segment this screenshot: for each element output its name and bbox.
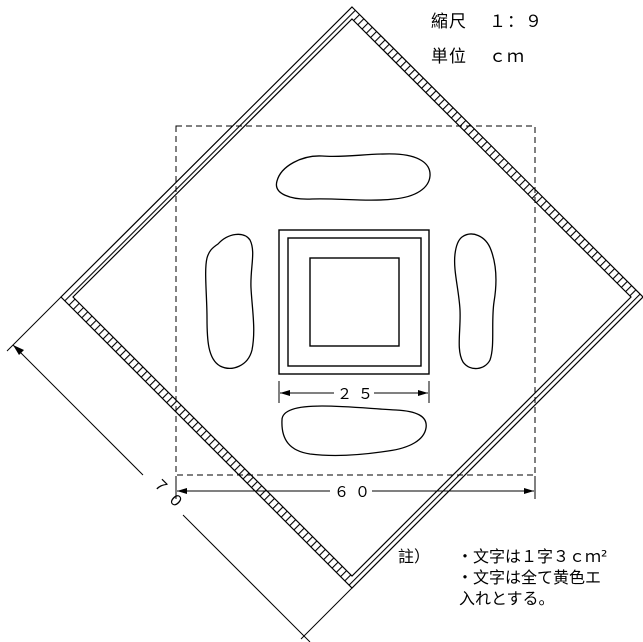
note-line: ・文字は全て黄色エ	[457, 568, 602, 587]
center-square-middle	[287, 237, 422, 367]
unit-label: 単位	[431, 47, 467, 67]
notes-marker: 註）	[398, 547, 431, 566]
center-square-outer	[278, 229, 430, 375]
unit-row: 単位 ｃｍ	[431, 40, 543, 75]
dimension-70: ７０	[6, 296, 353, 642]
dimension-70-label: ７０	[149, 474, 191, 516]
scale-label: 縮尺	[431, 12, 467, 32]
stone-bottom	[281, 405, 427, 457]
unit-value: ｃｍ	[489, 47, 525, 67]
center-square-group	[278, 229, 430, 375]
notes-lines: ・文字は１字３ｃｍ² ・文字は全て黄色エ 入れとする。	[457, 546, 607, 609]
stone-top	[275, 153, 431, 201]
center-square-inner	[309, 257, 400, 347]
note-line: ・文字は１字３ｃｍ²	[457, 547, 608, 566]
stone-right	[453, 233, 497, 370]
dimension-25-label: ２５	[337, 385, 379, 403]
dashed-boundary-square	[175, 125, 536, 476]
dimension-60: ６０	[175, 476, 536, 501]
scale-info: 縮尺 １：９ 単位 ｃｍ	[431, 5, 543, 75]
stone-left	[205, 233, 255, 369]
dimension-25: ２５	[278, 381, 430, 403]
scale-value: １：９	[489, 12, 543, 32]
scale-row: 縮尺 １：９	[431, 5, 543, 40]
dimension-60-label: ６０	[334, 483, 376, 501]
note-line: 入れとする。	[459, 589, 555, 608]
